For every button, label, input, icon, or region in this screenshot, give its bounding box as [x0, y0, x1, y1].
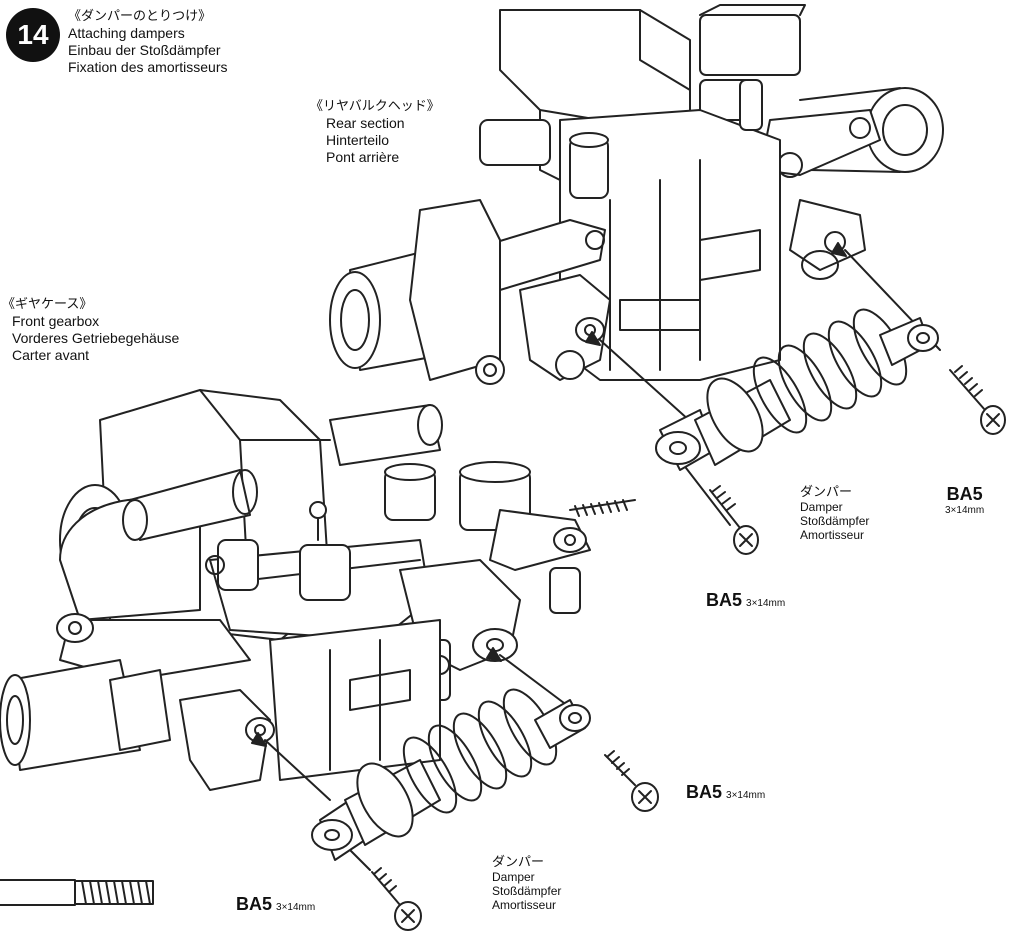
front-gearbox-illustration: [0, 389, 636, 791]
step-number-badge: 14: [6, 8, 60, 62]
front-gearbox-german: Vorderes Getriebegehäuse: [12, 330, 180, 346]
rear-damper-german: Stoßdämpfer: [800, 514, 870, 528]
title-japanese: 《ダンパーのとりつけ》: [68, 9, 212, 24]
rear-bottom-screw-illustration: [709, 485, 759, 555]
front-damper-english: Damper: [492, 870, 535, 884]
rear-section-german: Hinterteilo: [326, 132, 390, 148]
front-damper-illustration: [311, 688, 591, 861]
title-french: Fixation des amortisseurs: [68, 59, 228, 75]
rear-top-screw-illustration: [949, 365, 1006, 435]
screw-size: 3×14mm: [726, 790, 766, 801]
screw-code: BA5: [236, 894, 273, 914]
rear-section-japanese: 《リヤバルクヘッド》: [310, 99, 440, 114]
screw-code: BA5: [686, 782, 723, 802]
screw-code: BA5: [706, 590, 743, 610]
front-guide-lines: [251, 647, 581, 871]
rear-damper-french: Amortisseur: [800, 528, 865, 542]
front-bottom-screw-illustration: [371, 867, 422, 931]
screw-size: 3×14mm: [276, 902, 316, 913]
front-gearbox-english: Front gearbox: [12, 313, 100, 329]
screw-size: 3×14mm: [945, 505, 985, 516]
rear-damper-japanese: ダンパー: [800, 485, 853, 500]
title-german: Einbau der Stoßdämpfer: [68, 42, 221, 58]
rear-damper-label: ダンパー Damper Stoßdämpfer Amortisseur: [800, 485, 870, 543]
rear-bulkhead-illustration: [329, 4, 944, 385]
front-gearbox-japanese: 《ギヤケース》: [2, 297, 93, 312]
rear-damper-illustration: [655, 308, 939, 471]
rear-section-french: Pont arrière: [326, 149, 400, 165]
screw-code: BA5: [946, 484, 983, 504]
rear-damper-english: Damper: [800, 500, 843, 514]
front-damper-japanese: ダンパー: [492, 855, 545, 870]
front-gearbox-label: 《ギヤケース》 Front gearbox Vorderes Getriebeg…: [2, 296, 179, 364]
title-block: 《ダンパーのとりつけ》 Attaching dampers Einbau der…: [68, 8, 228, 76]
front-gearbox-french: Carter avant: [12, 347, 90, 363]
front-damper-german: Stoßdämpfer: [492, 884, 562, 898]
rear-section-label: 《リヤバルクヘッド》 Rear section Hinterteilo Pont…: [310, 98, 440, 166]
front-damper-french: Amortisseur: [492, 898, 557, 912]
screw-callout-rear-top: BA5 3×14mm: [945, 484, 984, 516]
title-english: Attaching dampers: [68, 25, 185, 41]
front-damper-label: ダンパー Damper Stoßdämpfer Amortisseur: [492, 855, 562, 913]
front-right-screw-illustration: [604, 750, 659, 812]
screw-actual-size-reference: [0, 879, 154, 906]
rear-section-english: Rear section: [326, 115, 405, 131]
screw-size: 3×14mm: [746, 598, 786, 609]
